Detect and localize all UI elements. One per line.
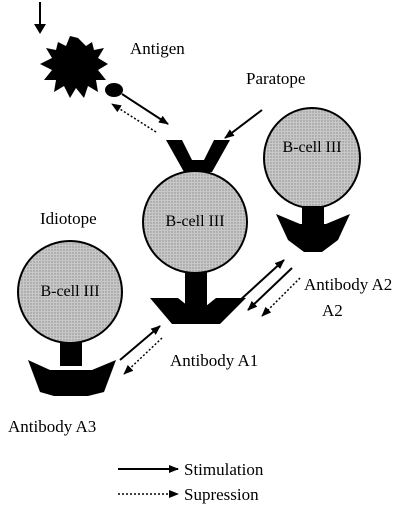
a1-a3-suppression-arrow: [124, 338, 162, 374]
paratope-label: Paratope: [246, 69, 305, 88]
a3-a1-stimulation-arrow: [120, 326, 160, 360]
legend-stimulation-label: Stimulation: [184, 460, 264, 479]
legend-suppression-item: Supression: [118, 485, 259, 504]
legend: Stimulation Supression: [118, 460, 264, 504]
b-cell-center-label: B-cell III: [165, 213, 224, 230]
b-cell-left: [18, 241, 122, 396]
b-cell-top-right-label: B-cell III: [282, 139, 341, 156]
antibody-a3-label: Antibody A3: [8, 417, 96, 436]
b-cell-top-right: [264, 108, 360, 252]
antigen-shape: [40, 36, 123, 98]
antigen-a1-stimulation-arrow: [122, 94, 168, 124]
antigen-label: Antigen: [130, 39, 185, 58]
antibody-a1-label: Antibody A1: [170, 351, 258, 370]
a2-a1-suppression-arrow: [262, 278, 300, 316]
idiotope-label: Idiotope: [40, 209, 97, 228]
legend-stimulation-item: Stimulation: [118, 460, 264, 479]
incoming-stimulation-arrow: [34, 2, 46, 34]
b-cell-left-label: B-cell III: [40, 283, 99, 300]
legend-suppression-label: Supression: [184, 485, 259, 504]
antibody-a2-label-secondary: A2: [322, 301, 343, 320]
a2-a1-stimulation-arrow: [248, 268, 292, 310]
paratope-pointer-arrow: [225, 110, 262, 138]
antibody-a2-label: Antibody A2: [304, 275, 392, 294]
b-cell-center: [143, 140, 247, 324]
a1-antigen-suppression-arrow: [112, 104, 156, 132]
